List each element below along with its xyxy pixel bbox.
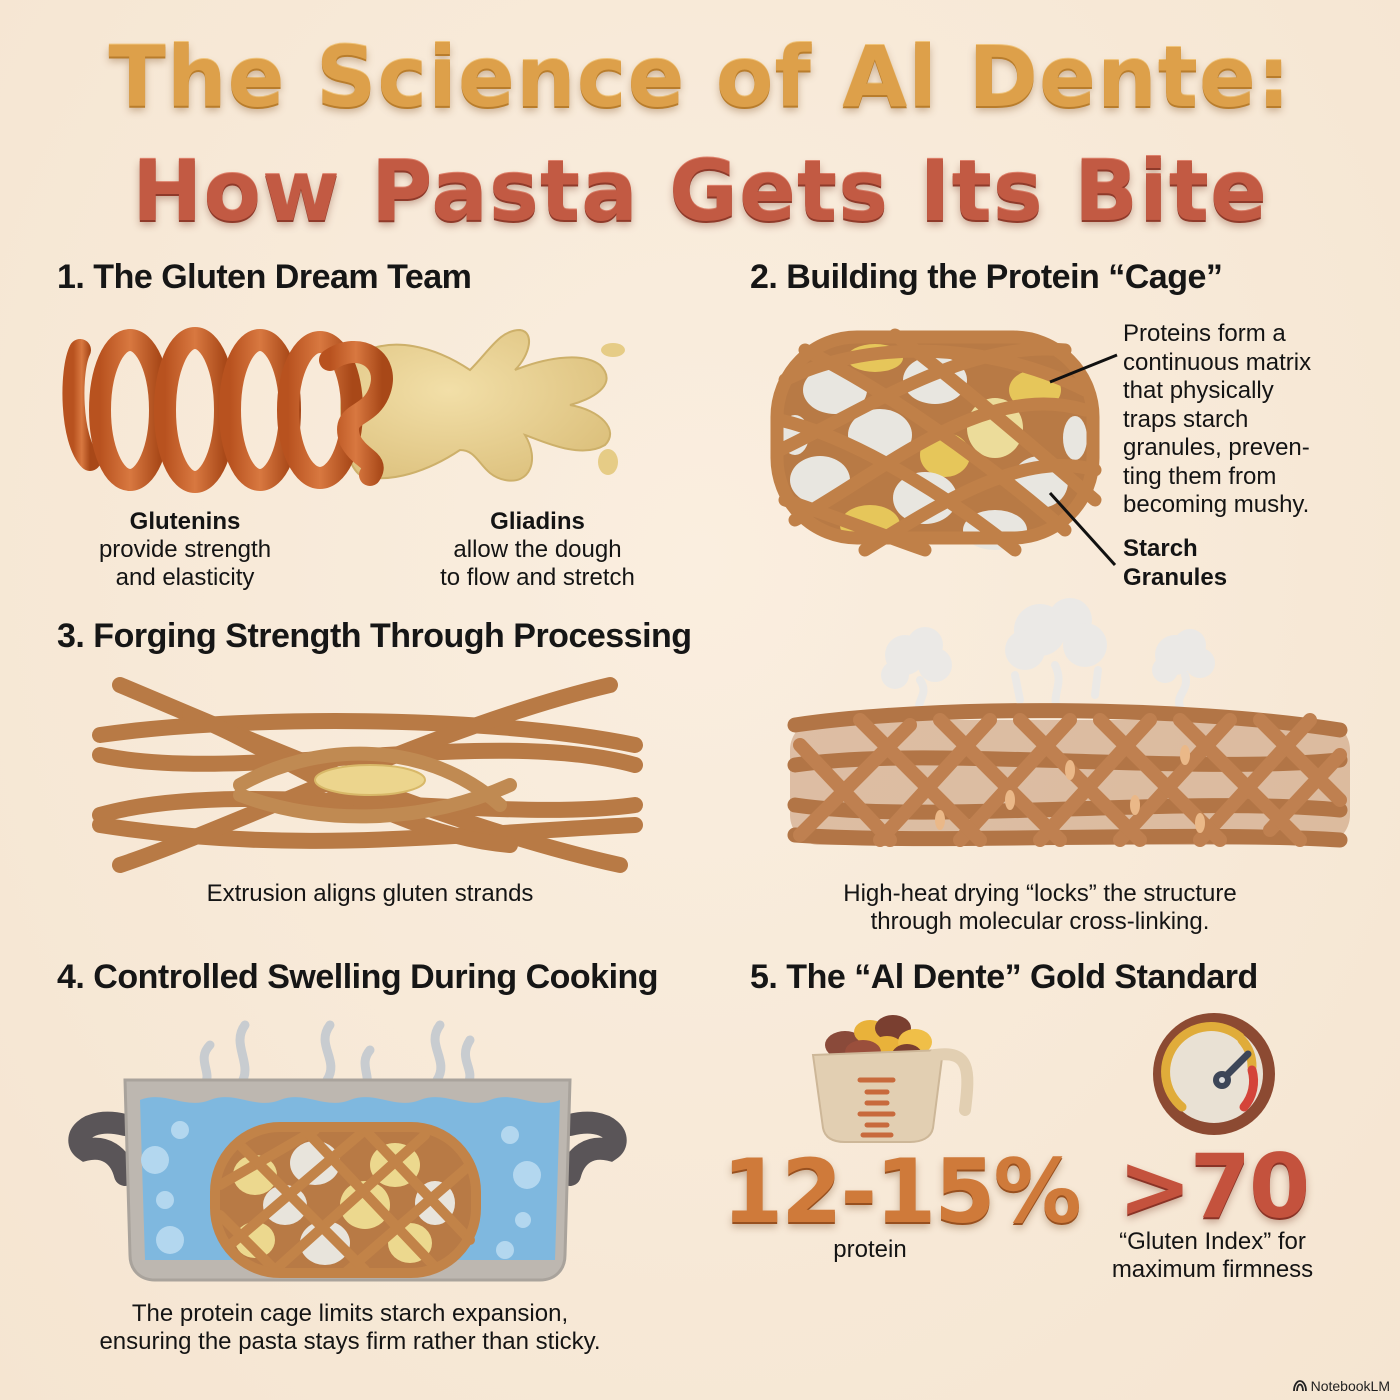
cooking-caption-line-1: The protein cage limits starch expansion… — [131, 1300, 569, 1327]
section-5-heading: 5. The “Al Dente” Gold Standard — [750, 958, 1258, 996]
section-2-heading: 2. Building the Protein “Cage” — [750, 258, 1223, 296]
gauge-icon — [1153, 1013, 1275, 1135]
notebooklm-logo-icon — [1292, 1380, 1307, 1392]
drying-caption-line-2: through molecular cross-linking. — [870, 908, 1210, 935]
notebooklm-brand-text: NotebookLM — [1310, 1378, 1390, 1394]
gluten-index-label-line-1: “Gluten Index” for — [1119, 1228, 1306, 1255]
section-1-heading: 1. The Gluten Dream Team — [57, 258, 472, 296]
callout-line: Proteins form a — [1123, 320, 1286, 347]
callout-line: traps starch — [1123, 405, 1249, 433]
dried-lattice-illustration — [787, 598, 1350, 848]
notebooklm-logo: NotebookLM — [1292, 1378, 1390, 1394]
measuring-cup-icon — [811, 1015, 974, 1143]
gliadins-label: Gliadins — [490, 508, 585, 535]
boiling-pot-illustration — [68, 1020, 627, 1282]
glutenins-text-2: and elasticity — [115, 564, 255, 591]
cooking-caption-line-2: ensuring the pasta stays firm rather tha… — [99, 1328, 601, 1355]
section-4-heading: 4. Controlled Swelling During Cooking — [57, 958, 659, 996]
label-line: Granules — [1123, 563, 1228, 591]
callout-line: continuous matrix — [1123, 348, 1312, 376]
drying-caption-line-1: High-heat drying “locks” the structure — [843, 880, 1237, 907]
protein-matrix-callout: Proteins form a continuous matrix that p… — [1123, 320, 1311, 520]
protein-stat-value: 12-15% — [722, 1140, 1082, 1243]
glutenins-caption: Glutenins provide strength and elasticit… — [70, 508, 300, 592]
glutenins-label: Glutenins — [129, 508, 241, 535]
protein-stat-label: protein — [833, 1236, 907, 1263]
extrusion-strands-illustration — [92, 677, 643, 873]
drying-caption: High-heat drying “locks” the structure t… — [780, 880, 1300, 936]
gliadins-caption: Gliadins allow the dough to flow and str… — [400, 508, 675, 592]
gluten-coil-illustration — [62, 327, 625, 493]
gliadins-text-2: to flow and stretch — [440, 564, 635, 591]
cooking-caption: The protein cage limits starch expansion… — [30, 1300, 670, 1356]
starch-granules-label: Starch Granules — [1123, 535, 1227, 592]
gluten-index-stat-label: “Gluten Index” for maximum firmness — [1085, 1228, 1340, 1284]
callout-line: that physically — [1123, 377, 1274, 404]
section-3-heading: 3. Forging Strength Through Processing — [57, 617, 692, 655]
gluten-index-label-line-2: maximum firmness — [1111, 1256, 1314, 1283]
gluten-index-stat-value: >70 — [1118, 1135, 1310, 1238]
glutenins-text-1: provide strength — [98, 536, 272, 563]
extrusion-caption: Extrusion aligns gluten strands — [206, 880, 534, 907]
callout-line-matrix — [1049, 353, 1118, 384]
callout-line: granules, preven- — [1123, 434, 1310, 461]
label-line: Starch — [1123, 535, 1198, 562]
title-line-1: The Science of Al Dente: — [108, 28, 1292, 126]
title-line-2: How Pasta Gets Its Bite — [132, 142, 1268, 240]
protein-cage-illustration — [770, 328, 1118, 567]
callout-line: ting them from — [1123, 462, 1277, 490]
gliadins-text-1: allow the dough — [453, 536, 622, 563]
callout-line: becoming mushy. — [1123, 491, 1310, 518]
callout-line-starch — [1048, 491, 1117, 567]
